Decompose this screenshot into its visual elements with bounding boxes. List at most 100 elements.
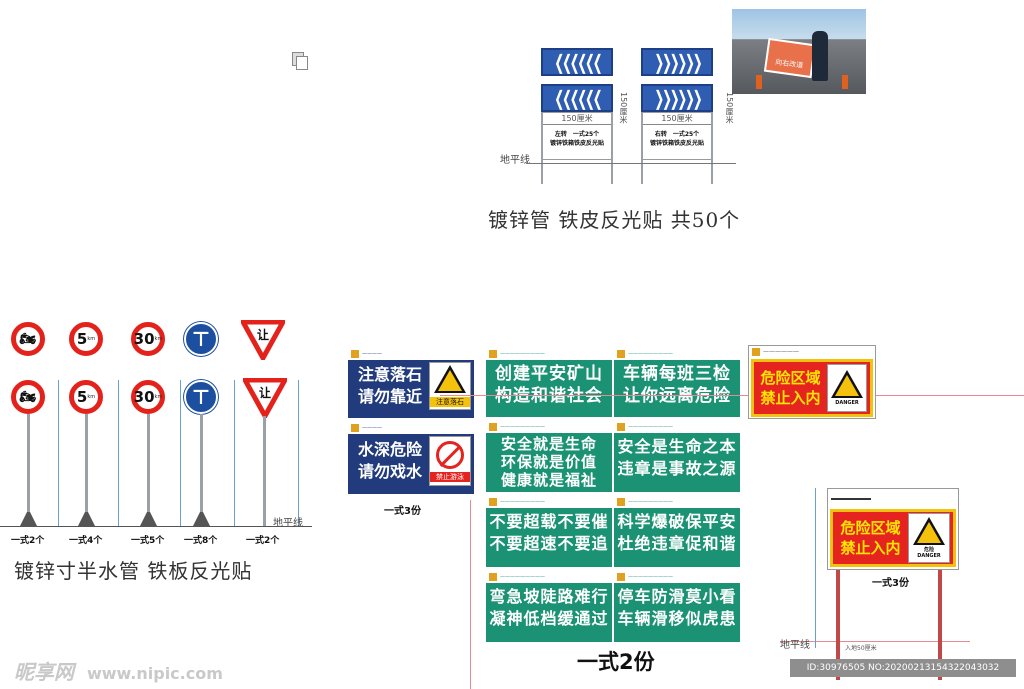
watermark-url: www.nipic.com <box>86 664 223 683</box>
green-sign-5: ————————— 不要超载不要催不要超速不要追 <box>486 495 612 567</box>
right-pole-b <box>711 112 713 184</box>
watermark-id: ID:30976505 NO:20200213154322043032 <box>790 659 1016 677</box>
left-board-text: 左转 一式25个 <box>554 131 600 138</box>
sign-pole-3 <box>147 414 150 526</box>
motorcycle-prohibited-sign: 🏍 <box>11 322 45 356</box>
sign-pole-5 <box>263 416 266 526</box>
right-board-text: 右转 一式25个 <box>654 131 700 138</box>
dim-guide-5 <box>282 380 299 526</box>
road-ground-label: 地平线 <box>273 518 303 529</box>
deep-water-sign: ———— 水深危险 请勿戏水 禁止游泳 <box>348 422 474 494</box>
right-pole-a <box>641 112 643 184</box>
green-sign-1: ————————— 创建平安矿山构造和谐社会 <box>486 347 612 417</box>
danger-sign-top: 危险区域 禁止入内 DANGER <box>751 359 873 417</box>
falling-rock-line1: 注意落石 <box>357 365 422 384</box>
sign-pole-4 <box>200 414 203 526</box>
brand-logo-icon <box>351 350 359 358</box>
no-swimming-icon <box>436 440 464 469</box>
top-caption: 镀锌管 铁皮反光贴 共50个 <box>488 208 741 232</box>
watermark-logo: 昵享网 www.nipic.com <box>14 660 223 684</box>
road-ground-line <box>0 526 312 527</box>
t-junction-icon-2: ⊤ <box>191 385 211 409</box>
road-sign-qty-3: 一式5个 <box>131 536 165 546</box>
copy-icon-back <box>296 56 308 70</box>
yield-sign-text: 让 <box>257 327 269 342</box>
brand-logo-icon <box>489 349 497 358</box>
danger-pole-right <box>938 570 942 680</box>
danger-top-label: DANGER <box>835 400 859 406</box>
brand-logo-icon <box>617 497 625 506</box>
brand-logo-icon <box>617 422 625 431</box>
green-sign-2: ————————— 车辆每班三检让你远离危险 <box>614 347 740 417</box>
pole-bases <box>20 512 210 526</box>
right-chevron-board-small: ❯❯❯❯❯❯ <box>641 48 713 76</box>
danger-dim-line <box>815 488 816 648</box>
guide-line-h2 <box>780 641 970 642</box>
warning-triangle-icon-2 <box>913 517 945 545</box>
photo-cone-2 <box>842 75 848 89</box>
dim-guide-4 <box>220 380 235 526</box>
blue-sign-qty: 一式3份 <box>384 506 421 517</box>
danger-sign-top-frame: —————— 危险区域 禁止入内 DANGER <box>748 345 876 419</box>
green-sign-4: ————————— 安全是生命之本违章是事故之源 <box>614 420 740 492</box>
sign-pole-1 <box>27 414 30 526</box>
falling-rock-icon <box>434 365 466 393</box>
dim-guide-1 <box>44 380 59 526</box>
t-junction-icon: ⊤ <box>191 327 211 351</box>
right-chevron-board: ❯❯❯❯❯❯ <box>641 84 713 112</box>
falling-rock-sign: ———— 注意落石 请勿靠近 注意落石 <box>348 348 474 418</box>
brand-logo-icon <box>617 572 625 581</box>
green-sign-7: ————————— 弯急坡陡路难行凝神低档缓通过 <box>486 570 612 642</box>
motorcycle-prohibited-sign-pole: 🏍 <box>11 380 45 414</box>
guide-line-v <box>470 500 471 689</box>
road-sign-qty-5: 一式2个 <box>246 536 280 546</box>
falling-rock-icon-box: 注意落石 <box>429 362 471 410</box>
green-sign-6: ————————— 科学爆破保平安杜绝违章促和谐 <box>614 495 740 567</box>
danger-bottom-line2: 禁止入内 <box>840 539 901 557</box>
danger-top-line1: 危险区域 <box>760 369 821 387</box>
sign-pole-2 <box>85 414 88 526</box>
brand-logo-icon <box>617 349 625 358</box>
top-ground-label: 地平线 <box>500 155 530 166</box>
brand-logo-icon-2 <box>351 424 359 432</box>
left-pole-b <box>611 112 613 184</box>
road-sign-qty-4: 一式8个 <box>184 536 218 546</box>
dim-guide-3 <box>166 380 181 526</box>
no-swimming-label: 禁止游泳 <box>430 471 470 482</box>
danger-pole-left <box>836 570 840 680</box>
danger-sign-qty: 一式3份 <box>872 578 909 589</box>
brand-logo-icon <box>489 572 497 581</box>
photo-sign-text: 向右改道 <box>774 58 804 70</box>
site-photo: 向右改道 <box>732 9 866 94</box>
left-board-text2: 镀锌铁箱铁皮反光贴 <box>549 140 604 147</box>
deep-water-line1: 水深危险 <box>357 440 422 459</box>
warning-triangle-icon <box>831 370 863 398</box>
left-pole-a <box>541 112 543 184</box>
yield-sign-text-2: 让 <box>259 385 271 400</box>
yield-sign: 让 <box>241 320 285 360</box>
left-board-width: 150厘米 <box>542 113 612 125</box>
deep-water-line2: 请勿戏水 <box>357 462 422 481</box>
danger-depth-label: 入地50厘米 <box>845 645 877 652</box>
left-board-frame: 150厘米 左转 一式25个 镀锌铁箱铁皮反光贴 <box>541 112 613 160</box>
road-sign-qty-2: 一式4个 <box>69 536 103 546</box>
motorcycle-icon: 🏍 <box>19 331 37 347</box>
green-sign-8: ————————— 停车防滑莫小看车辆滑移似虎患 <box>614 570 740 642</box>
motorcycle-icon-2: 🏍 <box>19 389 37 405</box>
photo-worker <box>812 31 828 81</box>
photo-cone <box>756 75 762 89</box>
right-board-width: 150厘米 <box>642 113 712 125</box>
right-board-frame: 150厘米 右转 一式25个 镀锌铁箱铁皮反光贴 <box>641 112 713 160</box>
no-swimming-icon-box: 禁止游泳 <box>429 436 471 486</box>
t-junction-sign-pole: ⊤ <box>184 380 218 414</box>
left-chevron-board: ❮❮❮❮❮❮ <box>541 84 613 112</box>
right-board-height: 150厘米 <box>725 92 734 124</box>
green-sign-3: ————————— 安全就是生命环保就是价值健康就是福祉 <box>486 420 612 492</box>
